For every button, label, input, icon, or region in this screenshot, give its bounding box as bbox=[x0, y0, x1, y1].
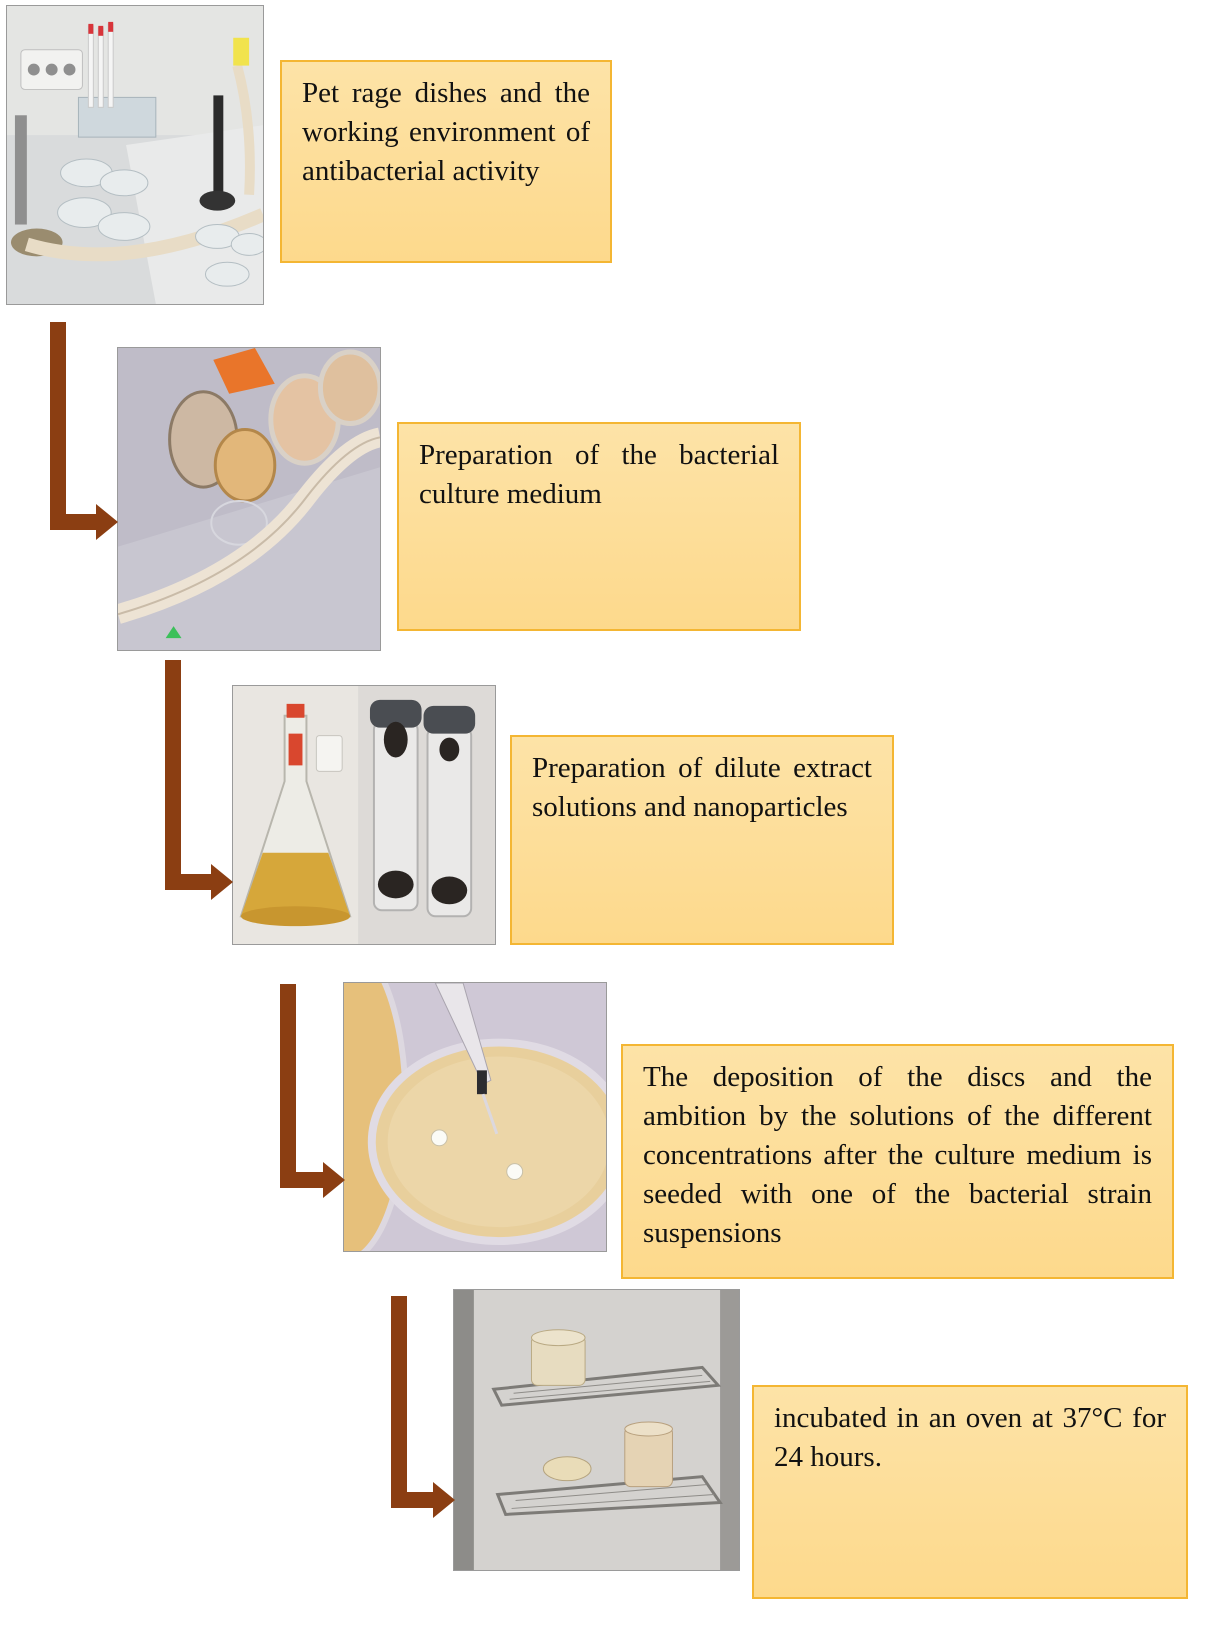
step-2-text: Preparation of the bacterial culture med… bbox=[419, 439, 779, 510]
step-2-box: Preparation of the bacterial culture med… bbox=[397, 422, 801, 631]
step-3-text: Preparation of dilute extract solutions … bbox=[532, 752, 872, 823]
step-5-box: incubated in an oven at 37°C for 24 hour… bbox=[752, 1385, 1188, 1599]
connector-arrow-head-1 bbox=[96, 504, 118, 540]
disc-deposition-photo bbox=[343, 982, 607, 1252]
connector-arrow-head-4 bbox=[433, 1482, 455, 1518]
connector-arrow-head-2 bbox=[211, 864, 233, 900]
incubator-oven-photo bbox=[453, 1289, 740, 1571]
connector-arrow-head-3 bbox=[323, 1162, 345, 1198]
lab-bench-photo bbox=[6, 5, 264, 305]
step-5-text: incubated in an oven at 37°C for 24 hour… bbox=[774, 1402, 1166, 1473]
step-1-text: Pet rage dishes and the working environm… bbox=[302, 77, 590, 187]
culture-medium-photo bbox=[117, 347, 381, 651]
connector-arrow-line-1 bbox=[58, 322, 100, 522]
step-3-box: Preparation of dilute extract solutions … bbox=[510, 735, 894, 945]
step-1-box: Pet rage dishes and the working environm… bbox=[280, 60, 612, 263]
connector-arrow-line-3 bbox=[288, 984, 327, 1180]
connector-arrow-line-4 bbox=[399, 1296, 437, 1500]
step-4-text: The deposition of the discs and the ambi… bbox=[643, 1061, 1152, 1249]
step-4-box: The deposition of the discs and the ambi… bbox=[621, 1044, 1174, 1279]
connector-arrow-line-2 bbox=[173, 660, 215, 882]
extract-solutions-photo bbox=[232, 685, 496, 945]
